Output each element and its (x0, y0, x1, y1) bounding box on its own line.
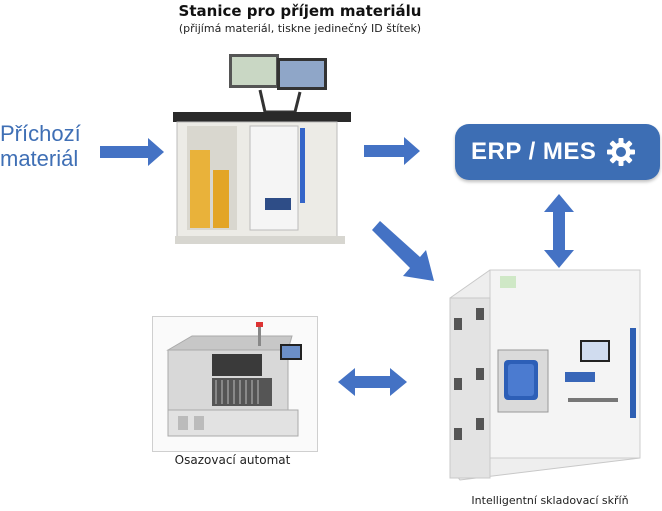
incoming-line-1: Příchozí (0, 121, 81, 146)
gear-icon (607, 138, 636, 166)
incoming-material-label: Příchozí materiál (0, 121, 96, 171)
arrow-station-to-erp (364, 137, 420, 165)
storage-cabinet-caption: Intelligentní skladovací skříň (471, 494, 629, 507)
arrow-erp-storage (544, 194, 574, 268)
incoming-line-2: materiál (0, 146, 79, 171)
placement-machine-caption: Osazovací automat (174, 453, 291, 467)
arrow-incoming-to-station (100, 138, 164, 166)
arrow-placement-storage (338, 368, 407, 396)
arrow-station-to-storage (372, 221, 434, 281)
station-subtitle: (přijímá materiál, tiskne jedinečný ID š… (178, 22, 422, 35)
receiving-station-image (173, 54, 351, 244)
placement-machine-image (166, 322, 302, 437)
erp-mes-box: ERP / MES (455, 124, 660, 180)
station-title: Stanice pro příjem materiálu (178, 2, 422, 20)
storage-cabinet-image (449, 269, 641, 481)
erp-mes-label: ERP / MES (471, 138, 597, 165)
